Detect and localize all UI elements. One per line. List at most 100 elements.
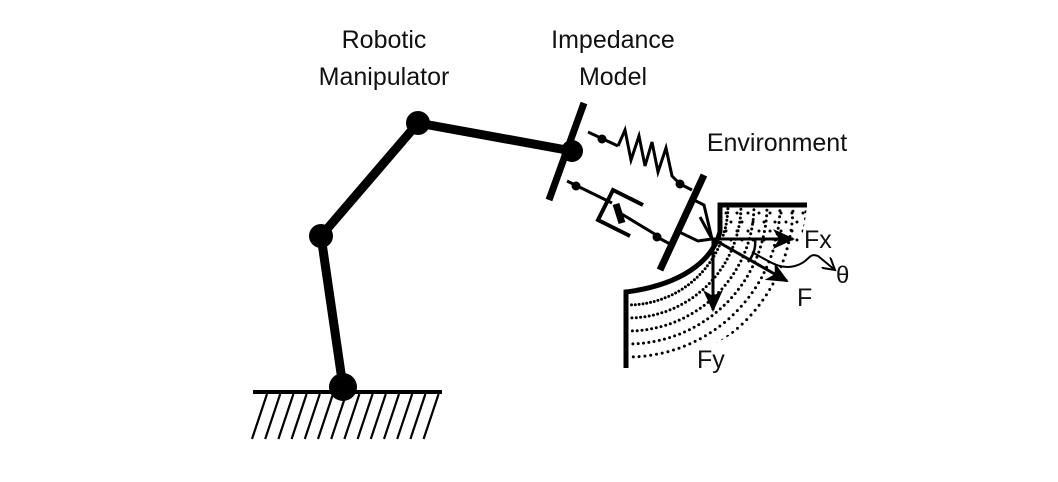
environment-dot bbox=[633, 381, 636, 384]
environment-dot bbox=[782, 288, 786, 292]
environment-dot bbox=[630, 329, 634, 333]
environment-dot bbox=[773, 243, 776, 247]
environment-dot bbox=[751, 265, 754, 269]
environment-dot bbox=[761, 298, 765, 302]
environment-dot bbox=[697, 323, 701, 327]
environment-dot bbox=[723, 226, 727, 230]
environment-dot bbox=[686, 371, 689, 374]
hatch-line bbox=[369, 393, 387, 440]
environment-dot bbox=[657, 338, 661, 342]
environment-dot bbox=[725, 257, 729, 261]
environment-dot bbox=[776, 226, 780, 230]
environment-dot bbox=[687, 356, 691, 360]
environment-dot bbox=[733, 292, 737, 296]
environment-dot bbox=[726, 207, 730, 211]
environment-dot bbox=[731, 245, 735, 249]
angle-leader bbox=[751, 251, 835, 270]
environment-dot bbox=[726, 300, 730, 304]
environment-dot bbox=[725, 218, 729, 222]
environment-dot bbox=[682, 344, 686, 348]
environment-dot bbox=[788, 276, 792, 280]
environment-dot bbox=[703, 267, 707, 271]
environment-dot bbox=[680, 373, 683, 376]
environment-dot bbox=[749, 232, 753, 236]
environment-dot bbox=[630, 316, 634, 320]
environment-dot bbox=[750, 227, 754, 231]
environment-dot bbox=[642, 341, 645, 345]
environment-dot bbox=[660, 311, 664, 315]
environment-dot bbox=[647, 340, 651, 344]
environment-dot bbox=[698, 290, 702, 294]
environment-dot bbox=[647, 314, 651, 318]
environment-dot bbox=[771, 249, 775, 253]
environment-dot bbox=[798, 250, 802, 254]
link-2 bbox=[316, 118, 423, 241]
environment-dot bbox=[745, 274, 749, 278]
environment-dot bbox=[762, 230, 766, 233]
environment-dot bbox=[655, 352, 658, 356]
environment-dot bbox=[777, 221, 781, 224]
environment-dot bbox=[757, 229, 761, 233]
environment-dot bbox=[735, 309, 739, 313]
environment-dot bbox=[649, 300, 652, 304]
environment-dot bbox=[796, 257, 800, 261]
environment-dot bbox=[660, 351, 664, 355]
ground-hatching bbox=[250, 393, 440, 440]
environment-dot bbox=[764, 293, 768, 297]
environment-dot bbox=[748, 270, 752, 273]
environment-dot bbox=[804, 217, 807, 221]
environment-dot bbox=[775, 232, 779, 236]
environment-dot bbox=[717, 244, 721, 248]
environment-dot bbox=[739, 341, 743, 344]
environment-dot bbox=[635, 329, 639, 333]
environment-dot bbox=[762, 271, 766, 275]
environment-dot bbox=[760, 240, 764, 244]
environment-dot bbox=[785, 282, 789, 286]
environment-dot bbox=[662, 337, 666, 341]
hatch-line bbox=[343, 393, 361, 440]
environment-dot bbox=[683, 330, 686, 334]
environment-dot bbox=[670, 293, 674, 297]
environment-dot bbox=[725, 215, 729, 218]
environment-dot bbox=[710, 314, 714, 318]
environment-dot bbox=[632, 368, 635, 371]
link-3 bbox=[413, 118, 577, 156]
environment-dot bbox=[762, 220, 766, 224]
environment-dot bbox=[735, 233, 739, 237]
environment-dot bbox=[677, 346, 681, 350]
environment-dot bbox=[771, 282, 775, 286]
environment-dot bbox=[654, 326, 658, 330]
environment-dot bbox=[731, 331, 735, 334]
environment-dot bbox=[739, 304, 743, 308]
environment-label: Environment bbox=[707, 129, 847, 157]
impedance-label-line2: Model bbox=[579, 63, 647, 91]
environment-dot bbox=[799, 244, 803, 248]
environment-dot bbox=[737, 263, 741, 267]
environment-dot bbox=[672, 306, 676, 310]
hatch-line bbox=[409, 393, 427, 440]
environment-dot bbox=[680, 302, 684, 306]
environment-dot bbox=[708, 331, 712, 335]
environment-dot bbox=[735, 211, 739, 215]
environment-dot bbox=[631, 355, 635, 359]
environment-dot bbox=[688, 342, 692, 346]
environment-dot bbox=[687, 283, 690, 287]
environment-dot bbox=[783, 253, 787, 257]
environment-dot bbox=[732, 272, 736, 276]
environment-dot bbox=[698, 306, 702, 310]
environment-dot bbox=[657, 366, 660, 369]
environment-dot bbox=[757, 303, 761, 307]
environment-dot bbox=[791, 270, 795, 274]
environment-dot bbox=[774, 276, 778, 280]
environment-dot bbox=[790, 222, 794, 226]
environment-dot bbox=[734, 345, 738, 349]
forces bbox=[703, 229, 835, 312]
force-x-label: Fx bbox=[804, 226, 832, 254]
environment-dot bbox=[724, 229, 728, 233]
environment-dot bbox=[743, 300, 747, 304]
environment-dot bbox=[723, 261, 727, 265]
environment-dot bbox=[718, 307, 722, 311]
environment-dot bbox=[714, 251, 718, 255]
environment-dot bbox=[790, 229, 794, 233]
environment-dot bbox=[680, 287, 684, 291]
